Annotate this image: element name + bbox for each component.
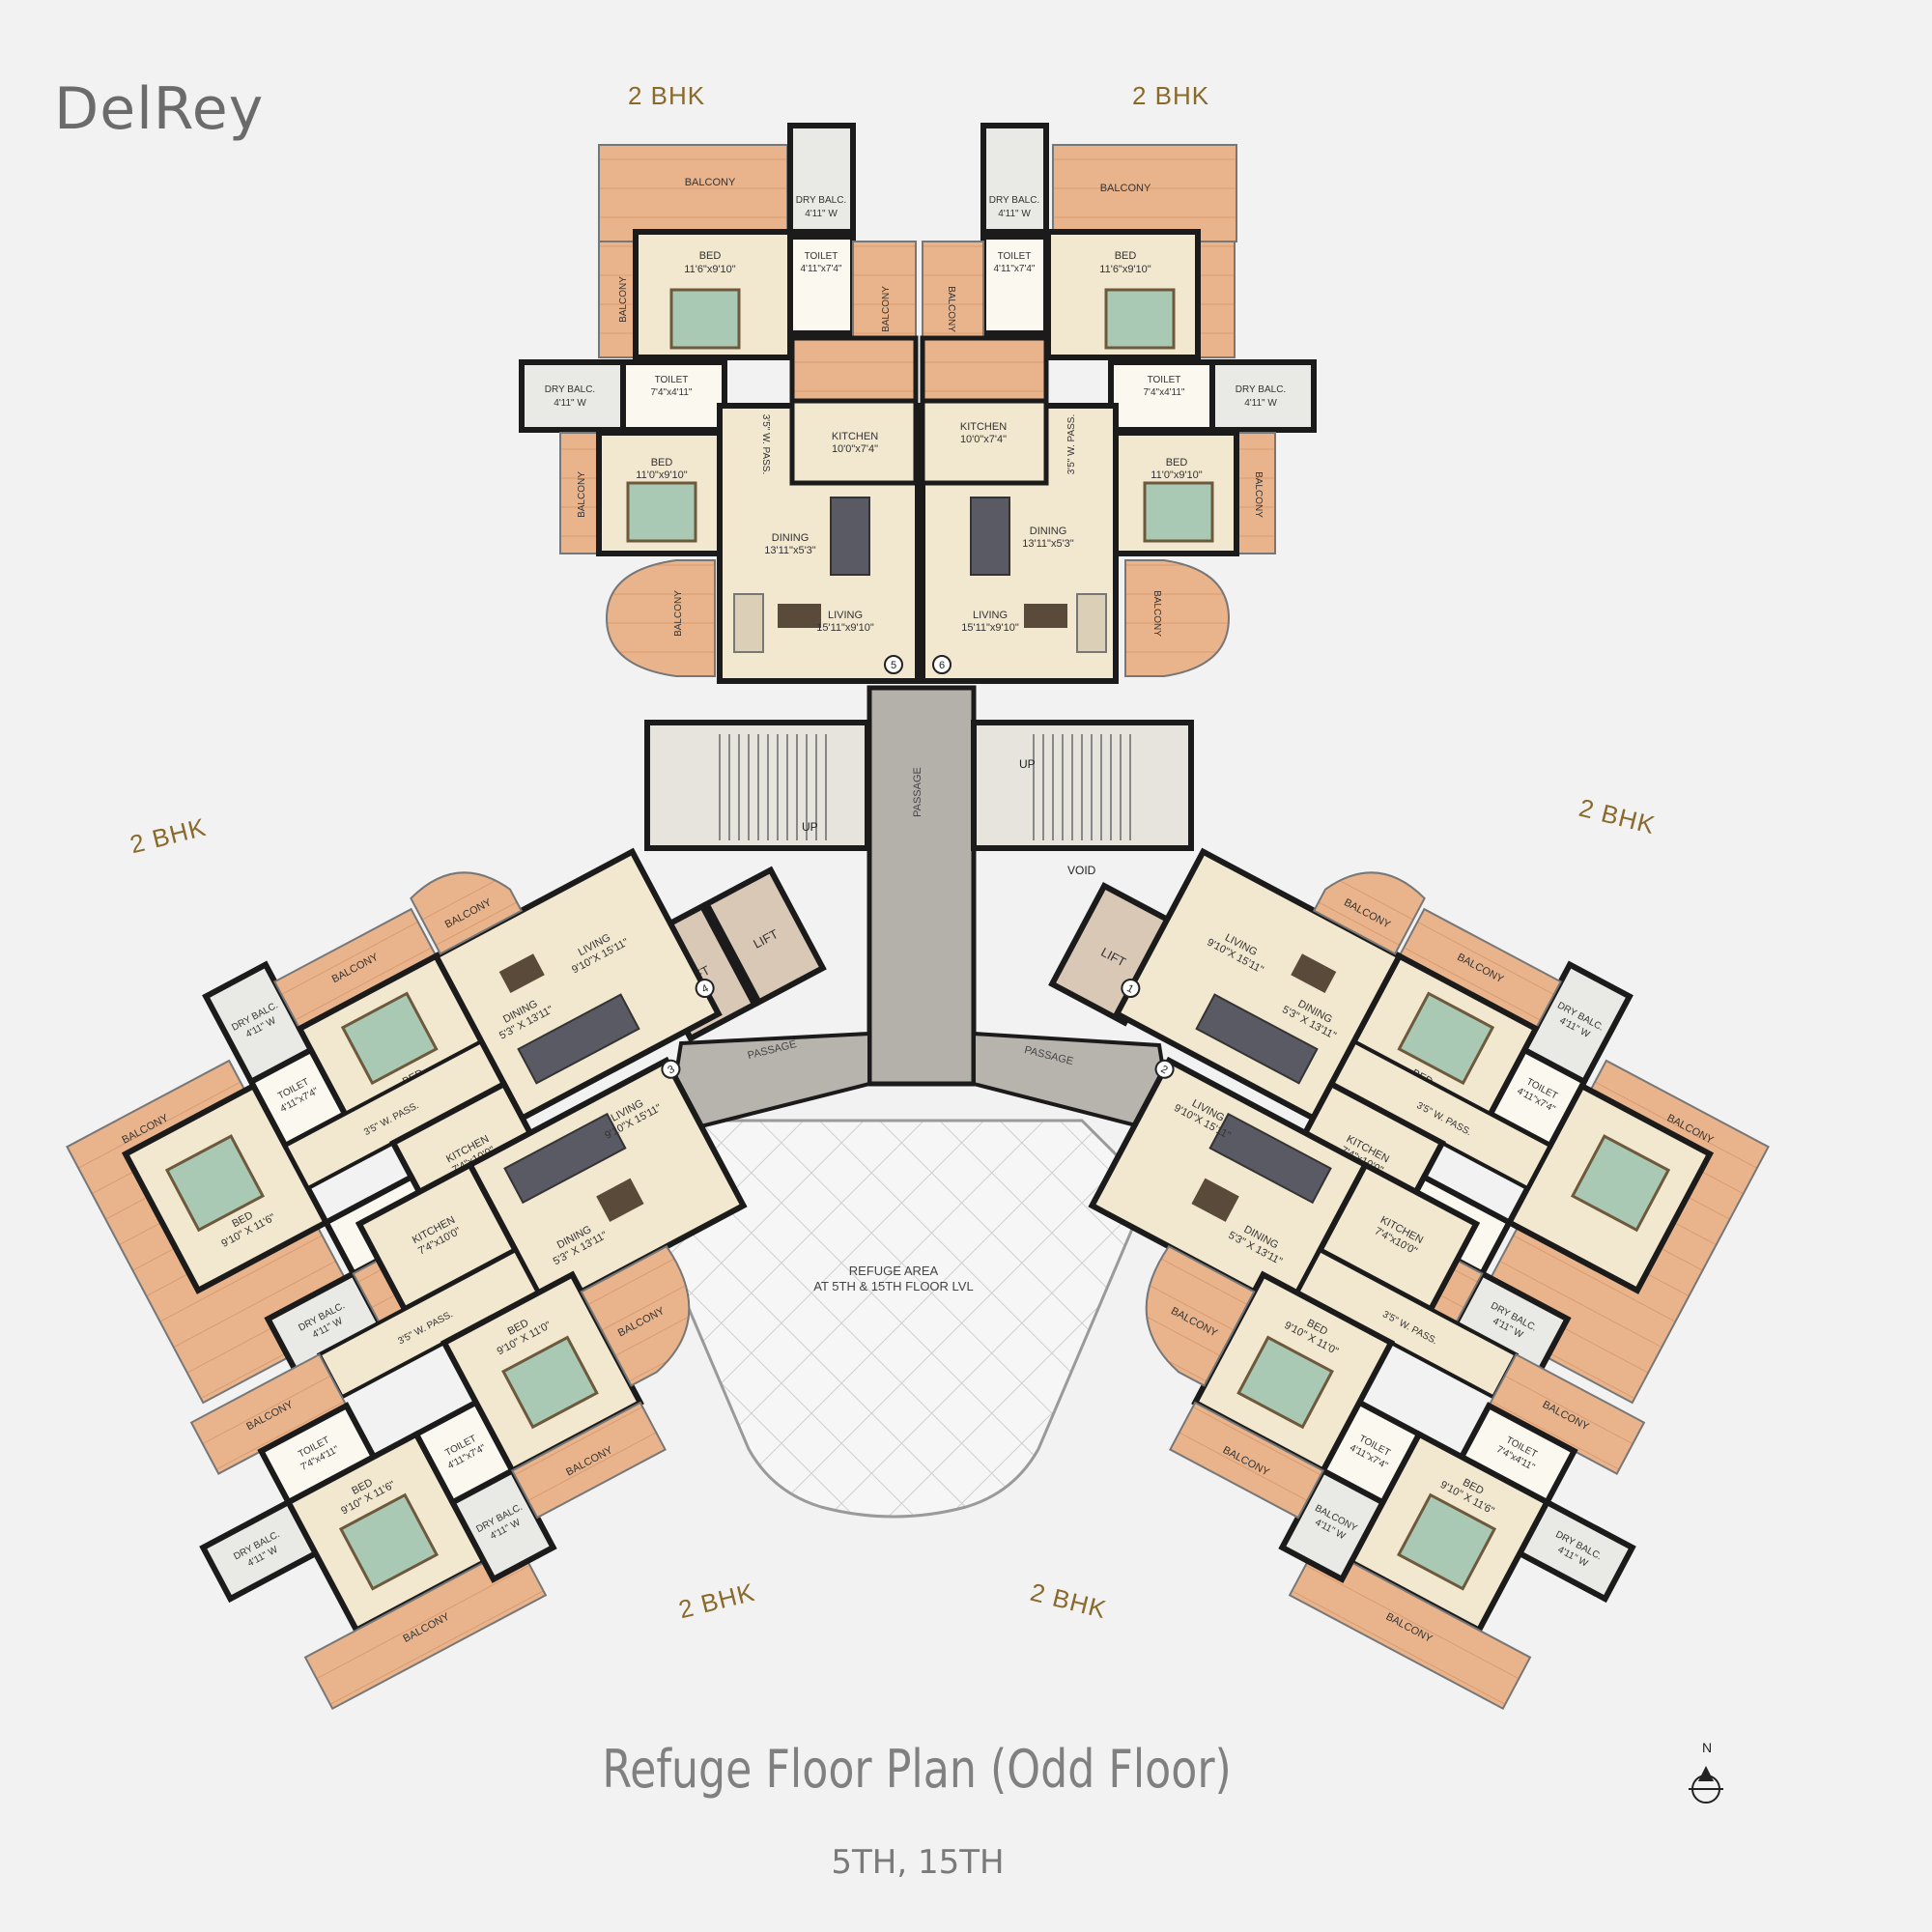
page-title: Refuge Floor Plan (Odd Floor) [602, 1739, 1232, 1800]
svg-text:3'5" W. PASS.: 3'5" W. PASS. [1066, 414, 1077, 475]
flat-number-1: 1 [1124, 982, 1135, 995]
refuge-label-2: AT 5TH & 15TH FLOOR LVL [813, 1279, 973, 1293]
flat-number-2: 2 [1159, 1064, 1170, 1076]
svg-text:TOILET: TOILET [1148, 375, 1181, 385]
compass-north-label: N [1702, 1740, 1712, 1755]
svg-text:11'0"x9'10": 11'0"x9'10" [636, 469, 687, 481]
flat-number-5: 5 [891, 660, 896, 671]
svg-text:KITCHEN: KITCHEN [960, 421, 1007, 433]
floor-numbers: 5TH, 15TH [831, 1843, 1005, 1882]
svg-text:BED: BED [1166, 457, 1188, 469]
svg-text:4'11"x7'4": 4'11"x7'4" [994, 264, 1036, 274]
svg-text:BALCONY: BALCONY [673, 590, 684, 637]
svg-text:TOILET: TOILET [655, 375, 689, 385]
svg-text:BALCONY: BALCONY [1100, 183, 1151, 194]
svg-text:LIVING: LIVING [973, 610, 1008, 621]
svg-text:TOILET: TOILET [805, 251, 838, 262]
svg-text:4'11" W: 4'11" W [998, 209, 1031, 219]
flat-4-and-3: BALCONY BED 9'10" X 11'6" DRY BALC. 4'11… [66, 847, 723, 1405]
svg-text:DRY BALC.: DRY BALC. [989, 195, 1039, 206]
svg-text:BALCONY: BALCONY [1253, 471, 1264, 518]
svg-text:BALCONY: BALCONY [577, 471, 587, 518]
svg-text:BALCONY: BALCONY [618, 276, 629, 323]
svg-text:10'0"x7'4": 10'0"x7'4" [960, 434, 1007, 445]
svg-text:BALCONY: BALCONY [1151, 590, 1162, 637]
svg-text:4'11"x7'4": 4'11"x7'4" [801, 264, 842, 274]
svg-text:DRY BALC.: DRY BALC. [796, 195, 846, 206]
svg-text:DINING: DINING [1030, 526, 1067, 537]
svg-text:DRY BALC.: DRY BALC. [545, 384, 595, 395]
up-label-right: UP [1019, 757, 1036, 771]
svg-text:13'11"x5'3": 13'11"x5'3" [1022, 538, 1073, 550]
void-label: VOID [1067, 864, 1096, 877]
svg-text:BALCONY: BALCONY [946, 286, 956, 332]
lift-2 [702, 866, 827, 1007]
svg-text:11'0"x9'10": 11'0"x9'10" [1151, 469, 1202, 481]
compass-north-icon: N [1689, 1740, 1723, 1804]
svg-text:TOILET: TOILET [998, 251, 1032, 262]
svg-text:15'11"x9'10": 15'11"x9'10" [816, 622, 874, 634]
passage-label-center: PASSAGE [912, 767, 923, 817]
central-core: PASSAGE PASSAGE PASSAGE UP UP VOID LIFT … [634, 685, 1194, 1138]
svg-text:LIVING: LIVING [828, 610, 863, 621]
flat-number-6: 6 [939, 660, 945, 671]
svg-text:4'11" W: 4'11" W [805, 209, 838, 219]
svg-text:BED: BED [1115, 250, 1137, 262]
refuge-label-1: REFUGE AREA [849, 1264, 939, 1278]
svg-text:BED: BED [699, 250, 722, 262]
flat-1: BALCONY DRY BALC. 4'11" W TOILET 4'11"x7… [1113, 847, 1770, 1405]
svg-text:DRY BALC.: DRY BALC. [1236, 384, 1286, 395]
svg-text:4'11" W: 4'11" W [554, 398, 586, 409]
svg-text:11'6"x9'10": 11'6"x9'10" [1099, 264, 1151, 275]
svg-text:15'11"x9'10": 15'11"x9'10" [961, 622, 1019, 634]
svg-text:DINING: DINING [772, 532, 810, 544]
up-label-left: UP [802, 820, 818, 834]
svg-text:7'4"x4'11": 7'4"x4'11" [651, 387, 693, 398]
svg-text:11'6"x9'10": 11'6"x9'10" [684, 264, 735, 275]
unit-label-top-right: 2 BHK [1132, 81, 1210, 110]
svg-text:BALCONY: BALCONY [685, 177, 736, 188]
svg-text:KITCHEN: KITCHEN [832, 431, 878, 442]
svg-text:7'4"x4'11": 7'4"x4'11" [1144, 387, 1185, 398]
svg-text:4'11" W: 4'11" W [1244, 398, 1277, 409]
flat-3: LIVING 9'10"X 15'11" DINING 5'3" X 13'11… [189, 1056, 748, 1711]
svg-text:10'0"x7'4": 10'0"x7'4" [832, 443, 878, 455]
flat-2: LIVING 9'10"X 15'11" DINING 5'3" X 13'11… [1088, 1056, 1646, 1711]
flat-number-4: 4 [700, 982, 711, 995]
flat-6: BALCONY BED 11'6"x9'10" DRY BALC. 4'11" … [920, 123, 1317, 684]
svg-text:BED: BED [651, 457, 673, 469]
svg-text:13'11"x5'3": 13'11"x5'3" [764, 545, 815, 556]
refuge-area [636, 1119, 1151, 1519]
flat-number-3: 3 [666, 1064, 676, 1076]
unit-label-top-left: 2 BHK [628, 81, 706, 110]
brand-logo: DelRey [54, 75, 265, 143]
flat-5: BALCONY BALCONY BED 11'6"x9'10" DRY BALC… [519, 123, 921, 684]
svg-text:3'5" W. PASS.: 3'5" W. PASS. [760, 414, 771, 475]
svg-text:BALCONY: BALCONY [881, 286, 892, 332]
